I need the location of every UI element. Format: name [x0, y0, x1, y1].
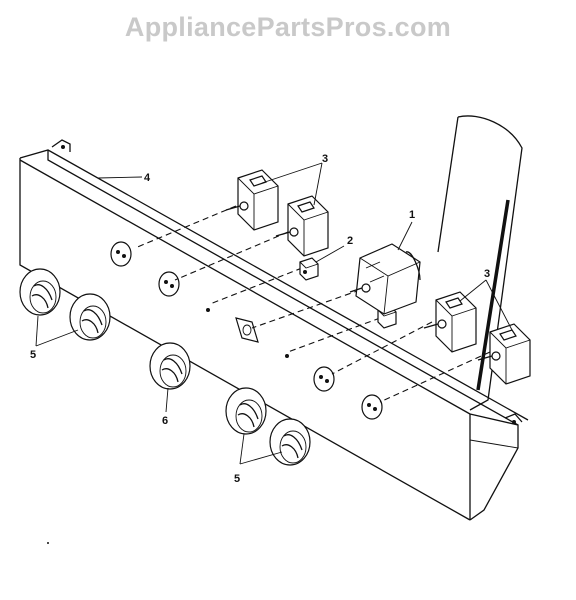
panel-opening: [158, 271, 180, 297]
infinite-switch: [225, 169, 279, 231]
control-panel: [19, 139, 529, 521]
panel-window: [235, 317, 259, 343]
control-knob: [269, 418, 311, 466]
callout-5: 5: [30, 349, 36, 361]
control-knob: [69, 293, 111, 341]
panel-opening: [313, 366, 335, 392]
clock-knob: [149, 342, 191, 390]
clock-timer: [349, 243, 421, 315]
callout-2: 2: [347, 235, 353, 247]
infinite-switch: [477, 323, 531, 385]
control-knob: [225, 387, 267, 435]
infinite-switch: [423, 291, 477, 353]
callout-5: 5: [234, 473, 240, 485]
control-knob: [19, 268, 61, 316]
callout-3: 3: [484, 268, 490, 280]
indicator-light: [299, 257, 319, 281]
callout-6: 6: [162, 415, 168, 427]
leader-lines: [35, 162, 513, 465]
watermark: AppliancePartsPros.com: [124, 12, 452, 42]
infinite-switch: [275, 195, 329, 257]
callout-1: 1: [409, 209, 415, 221]
callout-3: 3: [322, 153, 328, 165]
alignment-lines: [134, 205, 491, 403]
panel-opening: [361, 394, 383, 420]
panel-opening: [110, 241, 132, 267]
callout-4: 4: [144, 172, 151, 184]
